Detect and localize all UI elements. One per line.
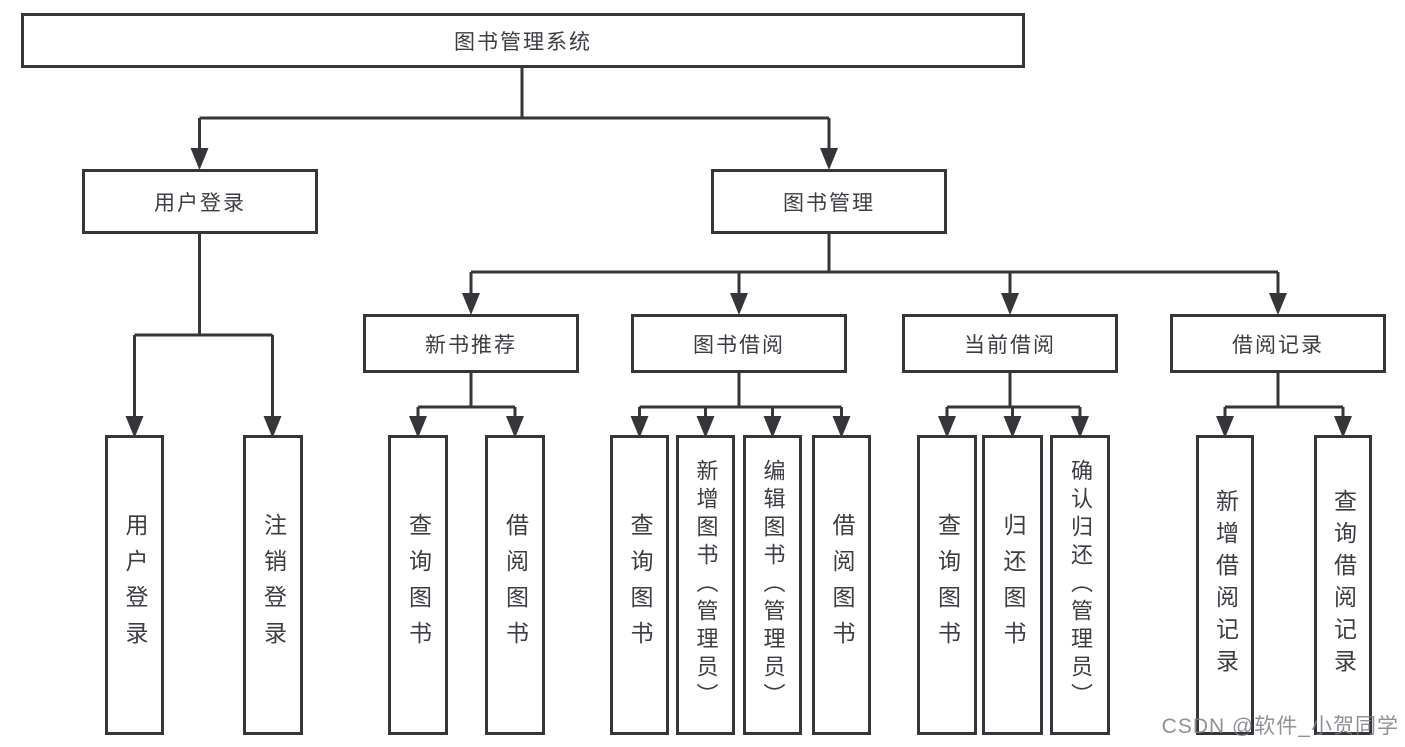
node-current-return-books-label: 归还图书: [1000, 513, 1026, 657]
connector-stroke-path: [133, 68, 1345, 418]
node-records-add-record: 新增借阅记录: [1196, 435, 1254, 735]
node-current-confirm-return-admin-label: 确认归还（管理员）: [1068, 459, 1093, 711]
node-book-borrowing: 图书借阅: [631, 314, 847, 373]
node-book-management-branch-label: 图书管理: [783, 191, 875, 215]
arrowhead-icons: [125, 148, 1352, 438]
node-root: 图书管理系统: [21, 13, 1025, 68]
node-recommend-borrow-books: 借阅图书: [485, 435, 545, 735]
node-current-return-books: 归还图书: [982, 435, 1043, 735]
node-current-query-books-label: 查询图书: [934, 513, 961, 657]
node-book-borrowing-label: 图书借阅: [693, 333, 785, 357]
node-records-add-record-label: 新增借阅记录: [1212, 489, 1239, 681]
node-current-borrowing: 当前借阅: [902, 314, 1118, 373]
csdn-watermark: CSDN @软件_小贺同学: [1161, 715, 1399, 738]
node-user-login-branch-label: 用户登录: [154, 191, 246, 215]
node-logout-leaf: 注销登录: [243, 435, 303, 735]
node-current-query-books: 查询图书: [917, 435, 977, 735]
node-current-confirm-return-admin: 确认归还（管理员）: [1050, 435, 1110, 735]
node-book-management-branch: 图书管理: [711, 169, 947, 234]
node-user-login-leaf: 用户登录: [105, 435, 164, 735]
node-borrowing-query-books: 查询图书: [610, 435, 669, 735]
node-borrowing-borrow-books-label: 借阅图书: [829, 513, 855, 657]
node-borrowing-records: 借阅记录: [1170, 314, 1386, 373]
node-borrowing-add-books-admin: 新增图书（管理员）: [676, 435, 735, 735]
node-new-book-recommend: 新书推荐: [363, 314, 579, 373]
node-borrowing-query-books-label: 查询图书: [627, 513, 653, 657]
node-user-login-branch: 用户登录: [82, 169, 318, 234]
node-records-query-record-label: 查询借阅记录: [1330, 489, 1357, 681]
node-records-query-record: 查询借阅记录: [1314, 435, 1372, 735]
node-borrowing-edit-books-admin: 编辑图书（管理员）: [743, 435, 802, 735]
node-borrowing-edit-books-admin-label: 编辑图书（管理员）: [760, 459, 786, 711]
node-user-login-leaf-label: 用户登录: [122, 513, 148, 657]
node-borrowing-records-label: 借阅记录: [1232, 333, 1324, 357]
node-recommend-query-books-label: 查询图书: [405, 513, 432, 657]
node-root-label: 图书管理系统: [454, 30, 592, 54]
node-borrowing-add-books-admin-label: 新增图书（管理员）: [693, 459, 719, 711]
node-new-book-recommend-label: 新书推荐: [425, 333, 517, 357]
node-recommend-query-books: 查询图书: [388, 435, 448, 735]
node-borrowing-borrow-books: 借阅图书: [812, 435, 871, 735]
node-logout-leaf-label: 注销登录: [260, 513, 287, 657]
node-current-borrowing-label: 当前借阅: [964, 333, 1056, 357]
node-recommend-borrow-books-label: 借阅图书: [502, 513, 529, 657]
